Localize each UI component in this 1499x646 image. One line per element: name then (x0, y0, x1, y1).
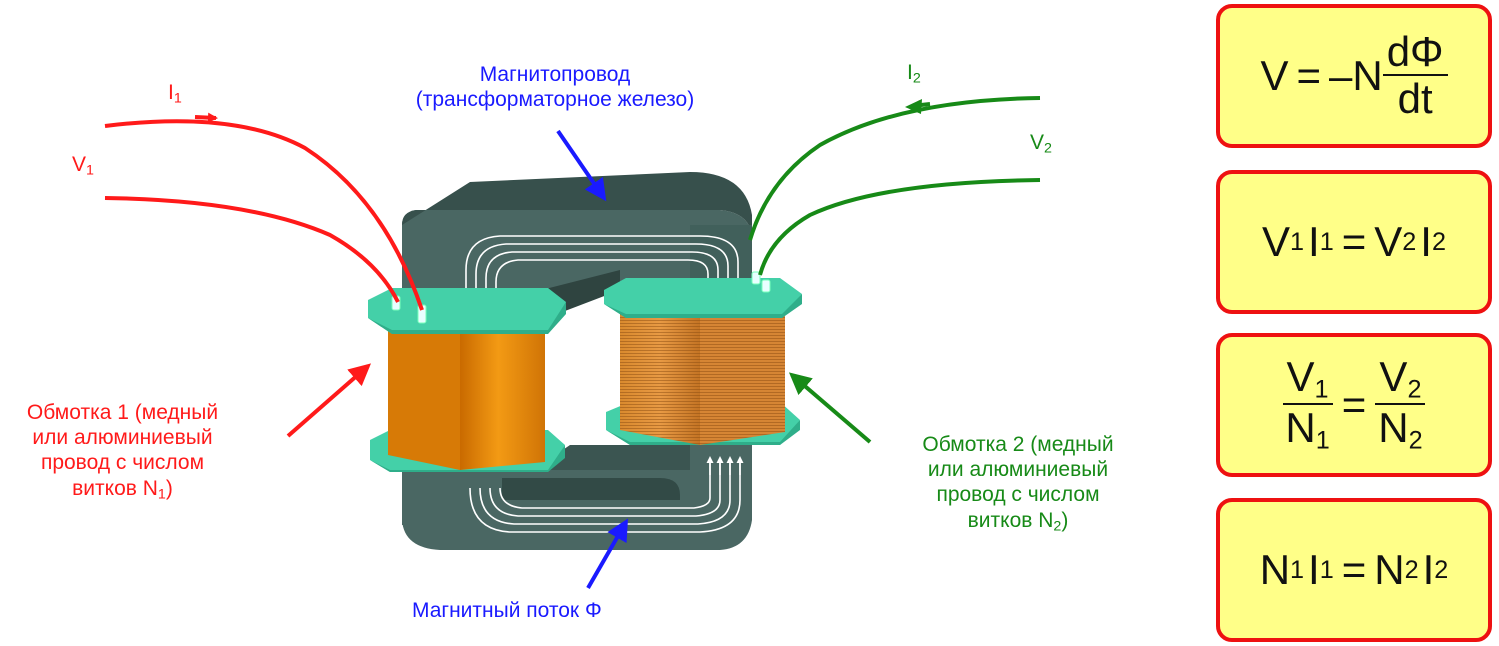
winding2-label: Обмотка 2 (медный или алюминиевый провод… (922, 433, 1114, 535)
arrowhead-i2 (905, 99, 922, 114)
i1-label: I1 (168, 81, 182, 107)
v2-label: V2 (1030, 131, 1052, 157)
v1-label: V1 (72, 153, 94, 179)
flux-lines-bottom (469, 456, 744, 533)
wire-v2 (758, 178, 1041, 276)
winding2-pointer-arrow (788, 372, 872, 444)
wire-i1 (104, 112, 424, 311)
core-pointer-arrow (556, 129, 607, 202)
winding1-label: Обмотка 1 (медный или алюминиевый провод… (26, 401, 219, 503)
i2-label: I2 (907, 61, 921, 87)
wire-v1 (104, 196, 400, 303)
wire-i2 (748, 96, 1041, 241)
flux-label: Магнитный поток Φ (412, 599, 602, 622)
winding-2 (604, 271, 802, 445)
winding-1 (368, 288, 566, 472)
core-label: Магнитопровод (трансформаторное железо) (415, 63, 695, 112)
flux-pointer-arrow (586, 518, 628, 589)
winding1-pointer-arrow (286, 363, 372, 438)
